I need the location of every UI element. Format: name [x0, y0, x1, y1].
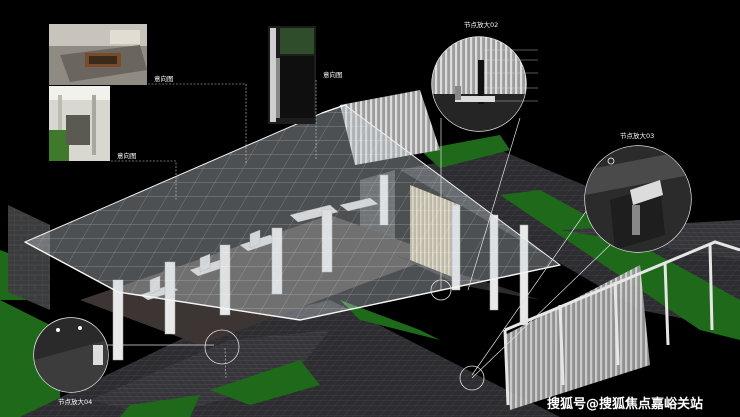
node-03-magnifier	[584, 145, 692, 253]
detail-marker-02	[430, 279, 452, 301]
detail-marker-03	[459, 365, 485, 391]
intent-label-2: 意向图	[117, 151, 137, 160]
detail-lines	[107, 117, 611, 379]
glass-roof	[23, 104, 562, 321]
intent-photo-1	[49, 24, 147, 85]
leader-lines	[111, 80, 317, 379]
node-04-magnifier	[33, 317, 109, 393]
node-02-label: 节点放大02	[464, 20, 498, 29]
intent-photo-2	[49, 86, 110, 161]
node-04-label: 节点放大04	[58, 397, 92, 406]
site-ground	[0, 135, 740, 417]
node-02-magnifier	[431, 36, 527, 132]
right-frame	[503, 240, 740, 406]
intent-label-3: 意向图	[323, 70, 343, 79]
intent-label-1: 意向图	[154, 74, 174, 83]
node-03-label: 节点放大03	[620, 131, 654, 140]
detail-marker-04	[204, 329, 240, 365]
intent-photo-3	[268, 26, 316, 124]
node-02-notes	[484, 49, 538, 102]
watermark: 搜狐号@搜狐焦点嘉峪关站	[547, 396, 703, 412]
